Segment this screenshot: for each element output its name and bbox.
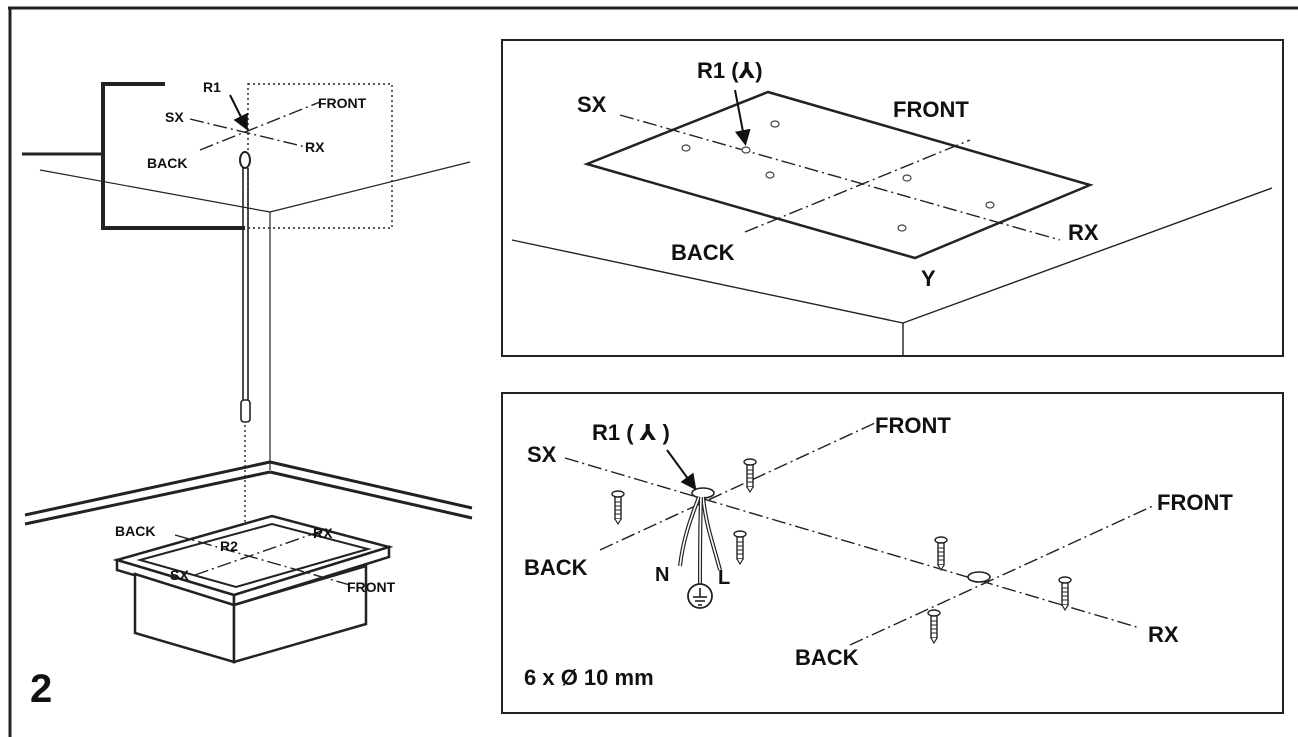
- top-panel: [501, 39, 1284, 357]
- label-n-wire: N: [655, 564, 669, 586]
- label-rx-hob: RX: [313, 525, 333, 541]
- label-r2-hob: R2: [220, 538, 238, 554]
- label-l-wire: L: [718, 567, 730, 589]
- label-sx-top: SX: [577, 92, 607, 117]
- label-front-bottom-1: FRONT: [875, 413, 951, 438]
- hole-icon: [691, 487, 715, 499]
- ceiling-hook: [239, 151, 251, 169]
- label-front-left: FRONT: [318, 95, 367, 111]
- hole-icon: [967, 571, 991, 583]
- label-front-bottom-2: FRONT: [1157, 490, 1233, 515]
- label-rx-bottom: RX: [1148, 622, 1179, 647]
- drill-spec: 6 x Ø 10 mm: [524, 665, 654, 690]
- label-r1-bottom: R1 ( ⅄ ): [592, 420, 670, 445]
- label-sx-hob: SX: [170, 567, 189, 583]
- earth-ground-icon: [687, 583, 713, 609]
- figure-number: 2: [30, 667, 52, 711]
- label-back-bottom-1: BACK: [524, 555, 588, 580]
- label-front-hob: FRONT: [347, 579, 396, 595]
- left-view: [22, 82, 473, 664]
- label-back-left: BACK: [147, 155, 187, 171]
- bottom-panel: [501, 392, 1284, 714]
- label-front-top: FRONT: [893, 97, 969, 122]
- page-frame: [8, 6, 1298, 737]
- label-rx-top: RX: [1068, 220, 1099, 245]
- label-back-bottom-2: BACK: [795, 645, 859, 670]
- label-sx-left: SX: [165, 109, 184, 125]
- label-sx-bottom: SX: [527, 442, 557, 467]
- label-rx-left: RX: [305, 139, 325, 155]
- label-y-top: Y: [921, 266, 936, 291]
- label-r1-top: R1 (⅄): [697, 58, 763, 83]
- label-back-hob: BACK: [115, 523, 155, 539]
- label-back-top: BACK: [671, 240, 735, 265]
- label-r1-left: R1: [203, 79, 221, 95]
